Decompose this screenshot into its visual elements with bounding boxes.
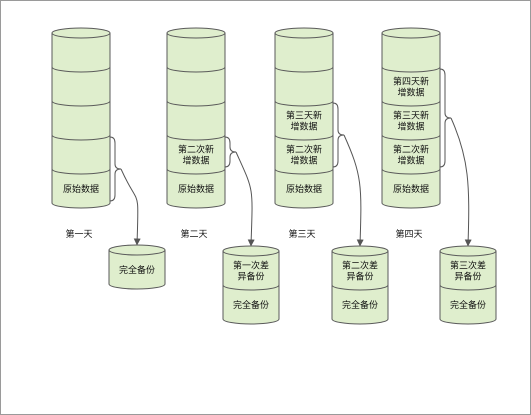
day1-stack-separator <box>51 66 111 73</box>
connectors <box>109 68 472 247</box>
day2-backup: 第一次差异备份 完全备份 <box>222 245 280 325</box>
day3-stack: 第三天新增数据 第二次新增数据 原始数据 <box>274 27 334 209</box>
day1-stack-separator <box>51 134 111 141</box>
day4-backup: 第三次差异备份 完全备份 <box>439 245 497 325</box>
day4-backup-label-2: 完全备份 <box>450 299 486 311</box>
day3-stack-separator <box>274 100 334 107</box>
day2-backup-separator <box>222 284 280 291</box>
day4-backup-separator <box>439 284 497 291</box>
day3-seg3-label: 第三天新增数据 <box>286 110 322 133</box>
day3-brace <box>332 102 345 168</box>
day2-seg5-label: 原始数据 <box>178 183 214 195</box>
day2-seg4-label: 第二次新增数据 <box>178 144 214 167</box>
day4-stack-top-rim <box>381 32 441 39</box>
day4-backup-body <box>439 245 497 325</box>
day4-backup-top-rim <box>439 250 497 257</box>
day3-backup-label-1: 第二次差异备份 <box>342 260 378 283</box>
day1-stack: 原始数据 <box>51 27 111 209</box>
day2-label: 第二天 <box>180 228 207 240</box>
day1-label: 第一天 <box>65 228 92 240</box>
day4-seg4-label: 第二次新增数据 <box>393 144 429 167</box>
day2-backup-top-rim <box>222 250 280 257</box>
day1-stack-body <box>51 27 111 209</box>
day4-seg3-label: 第三天新增数据 <box>393 110 429 133</box>
day1-stack-top-rim <box>51 32 111 39</box>
day2-stack-separator <box>166 100 226 107</box>
day4-stack-separator <box>381 66 441 73</box>
day2-stack-separator <box>166 134 226 141</box>
day4-backup-arrow <box>450 117 472 247</box>
day2-stack-separator <box>166 168 226 175</box>
day3-backup-body <box>331 245 389 325</box>
day1-stack-separator <box>51 168 111 175</box>
day4-brace <box>439 68 452 168</box>
day1-backup: 完全备份 <box>108 244 166 290</box>
day2-stack: 第二次新增数据 原始数据 <box>166 27 226 209</box>
day3-backup-separator <box>331 284 389 291</box>
day3-stack-separator <box>274 66 334 73</box>
day3-stack-separator <box>274 168 334 175</box>
day4-backup-label-1: 第三次差异备份 <box>450 260 486 283</box>
day3-backup-top-rim <box>331 250 389 257</box>
day3-seg5-label: 原始数据 <box>286 183 322 195</box>
day4-stack: 第四天新增数据 第三天新增数据 第二次新增数据 原始数据 <box>381 27 441 209</box>
day4-label: 第四天 <box>395 228 422 240</box>
day4-stack-body <box>381 27 441 209</box>
day4-stack-separator <box>381 134 441 141</box>
day1-seg5-label: 原始数据 <box>63 183 99 195</box>
day3-backup: 第二次差异备份 完全备份 <box>331 245 389 325</box>
day3-backup-arrow <box>343 134 364 247</box>
day1-backup-top-rim <box>108 249 166 256</box>
day1-brace <box>109 136 122 202</box>
day2-backup-label-2: 完全备份 <box>233 299 269 311</box>
day1-backup-label-1: 完全备份 <box>119 264 155 276</box>
day4-seg2-label: 第四天新增数据 <box>393 76 429 99</box>
day2-backup-label-1: 第一次差异备份 <box>233 260 269 283</box>
day3-stack-top-rim <box>274 32 334 39</box>
day3-stack-separator <box>274 134 334 141</box>
day4-stack-separator <box>381 168 441 175</box>
day1-backup-body <box>108 244 166 290</box>
day1-stack-separator <box>51 100 111 107</box>
day2-stack-separator <box>166 66 226 73</box>
day3-label: 第三天 <box>288 228 315 240</box>
day3-backup-label-2: 完全备份 <box>342 299 378 311</box>
day4-seg5-label: 原始数据 <box>393 183 429 195</box>
day2-backup-arrow <box>235 151 255 247</box>
day2-stack-top-rim <box>166 32 226 39</box>
day3-stack-body <box>274 27 334 209</box>
day4-stack-separator <box>381 100 441 107</box>
day2-backup-body <box>222 245 280 325</box>
day3-seg4-label: 第二次新增数据 <box>286 144 322 167</box>
day2-brace <box>224 136 237 168</box>
day2-stack-body <box>166 27 226 209</box>
day1-backup-arrow <box>120 168 141 246</box>
